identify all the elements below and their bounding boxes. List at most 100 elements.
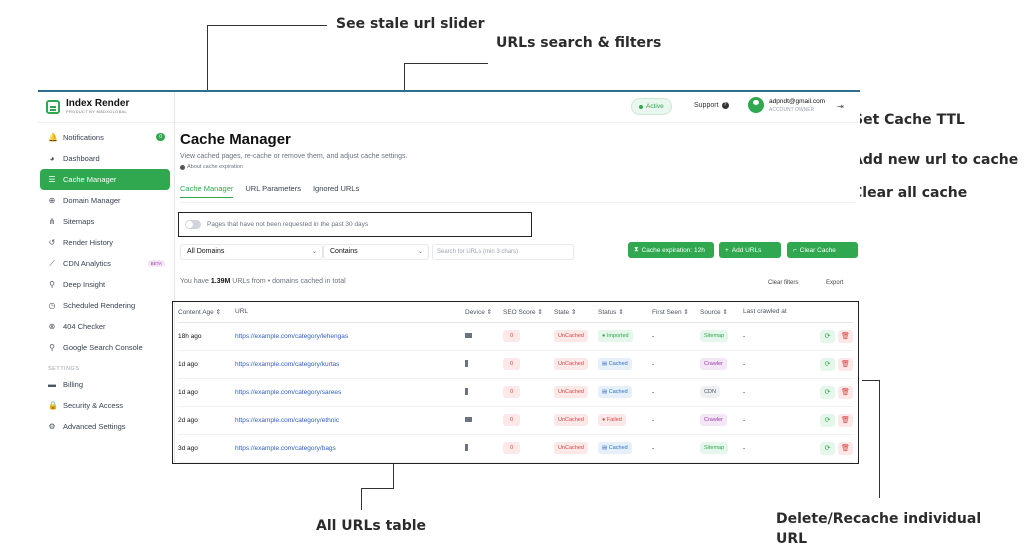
plus-icon: + <box>725 246 729 254</box>
clear-filters-link[interactable]: Clear filters <box>768 280 799 286</box>
seo-score: 0 <box>503 358 521 370</box>
tab-url-parameters[interactable]: URL Parameters <box>245 184 301 193</box>
brand-sub: PRODUCT BY MADXGLOBAL <box>66 109 128 114</box>
state-badge: UnCached <box>554 386 588 398</box>
page-title: Cache Manager <box>180 131 291 148</box>
about-cache-expiration-link[interactable]: About cache expiration <box>180 164 855 170</box>
status-badge: ▤ Cached <box>598 442 632 454</box>
sidebar: Index Render PRODUCT BY MADXGLOBAL 🔔Noti… <box>38 92 175 464</box>
account-info[interactable]: adpndt@gmail.com ACCOUNT OWNER <box>769 98 825 114</box>
url-link[interactable]: https://example.com/category/kurtas <box>235 350 465 379</box>
column-status[interactable]: Status ⇕ <box>598 302 652 323</box>
database-icon: ▤ <box>602 361 608 367</box>
table-row: 1d ago https://example.com/category/sare… <box>178 378 853 407</box>
trash-icon[interactable]: 🗑 <box>838 329 853 343</box>
column-content-age[interactable]: Content Age ⇕ <box>178 302 235 323</box>
url-link[interactable]: https://example.com/category/bags <box>235 434 465 463</box>
logo-icon <box>46 99 60 114</box>
sidebar-item-security[interactable]: 🔒Security & Access <box>48 400 124 410</box>
tab-cache-manager[interactable]: Cache Manager <box>180 184 234 199</box>
stale-url-toggle[interactable] <box>185 220 201 229</box>
column-state[interactable]: State ⇕ <box>554 302 598 323</box>
help-icon: ? <box>721 102 729 109</box>
tab-ignored-urls[interactable]: Ignored URLs <box>312 184 360 193</box>
chevron-down-icon: ⌄ <box>311 249 317 255</box>
state-badge: UnCached <box>554 414 588 426</box>
gear-icon: ⚙ <box>48 421 56 431</box>
tabs: Cache Manager URL Parameters Ignored URL… <box>180 184 855 199</box>
account-email: adpndt@gmail.com <box>769 98 826 105</box>
url-search-input[interactable]: Search for URLs (min 3 chars) <box>432 244 574 260</box>
annotation-row-actions: Delete/Recache individual URL <box>776 511 982 547</box>
magnifier-icon: ⚲ <box>49 279 55 289</box>
database-icon: ▤ <box>602 445 608 451</box>
logout-icon[interactable]: ⇥ <box>837 102 844 111</box>
settings-nav: ▬Billing 🔒Security & Access ⚙Advanced Se… <box>38 374 174 437</box>
status-badge: ● Failed <box>598 414 626 426</box>
mobile-icon <box>465 443 468 451</box>
leader-line <box>361 488 363 510</box>
leader-line <box>207 25 327 27</box>
domain-select[interactable]: All Domains⌄ <box>180 244 323 260</box>
recache-icon[interactable]: ⟳ <box>820 329 835 343</box>
sidebar-item-scheduled-rendering[interactable]: ◷Scheduled Rendering <box>48 300 136 310</box>
state-badge: UnCached <box>554 358 588 370</box>
desktop-icon <box>465 416 472 422</box>
export-link[interactable]: Export <box>826 280 844 286</box>
sidebar-item-render-history[interactable]: ↺Render History <box>48 237 114 247</box>
table-row: 2d ago https://example.com/category/ethn… <box>178 406 853 435</box>
column-device[interactable]: Device ⇕ <box>465 302 503 323</box>
trash-icon[interactable]: 🗑 <box>838 357 853 371</box>
support-link[interactable]: Support? <box>694 102 729 109</box>
brand[interactable]: Index Render PRODUCT BY MADXGLOBAL <box>38 92 174 123</box>
clear-cache-button[interactable]: ⌐Clear Cache <box>787 242 858 258</box>
trash-icon[interactable]: 🗑 <box>838 441 853 455</box>
trash-icon[interactable]: 🗑 <box>838 413 853 427</box>
column-actions <box>801 302 853 323</box>
column-first-seen[interactable]: First Seen ⇕ <box>652 302 700 323</box>
add-urls-button[interactable]: +Add URLs <box>719 242 781 258</box>
recache-icon[interactable]: ⟳ <box>820 413 835 427</box>
sidebar-item-google-search-console[interactable]: ⚲Google Search Console <box>49 342 143 352</box>
recache-icon[interactable]: ⟳ <box>820 441 835 455</box>
sidebar-item-domain-manager[interactable]: ⊕Domain Manager <box>48 195 121 205</box>
history-icon: ↺ <box>48 237 56 247</box>
status-badge: ▤ Cached <box>598 358 632 370</box>
chevron-down-icon: ⌄ <box>417 249 423 255</box>
url-link[interactable]: https://example.com/category/ethnic <box>235 406 465 435</box>
avatar[interactable] <box>748 97 764 113</box>
pie-chart-icon: ◕ <box>49 153 55 163</box>
sidebar-item-cache-manager[interactable]: ☰Cache Manager <box>40 169 170 190</box>
sidebar-item-dashboard[interactable]: ◕Dashboard <box>49 153 100 163</box>
source-badge: CDN <box>700 386 720 398</box>
column-source[interactable]: Source ⇕ <box>700 302 743 323</box>
check-circle-icon: ● <box>602 333 606 339</box>
database-icon: ☰ <box>48 174 56 184</box>
cache-expiration-button[interactable]: ⧗Cache expiration: 12h <box>628 242 714 258</box>
trash-icon[interactable]: 🗑 <box>838 385 853 399</box>
app-window: Index Render PRODUCT BY MADXGLOBAL 🔔Noti… <box>38 90 860 464</box>
column-last-crawled: Last crawled at <box>743 302 801 323</box>
filters-bar: All Domains⌄ Contains⌄ Search for URLs (… <box>180 242 860 260</box>
leader-line <box>879 380 881 498</box>
topbar: Active Support? adpndt@gmail.com ACCOUNT… <box>175 92 860 123</box>
source-badge: Crawler <box>700 414 727 426</box>
sidebar-item-404-checker[interactable]: ⊗404 Checker <box>48 321 106 331</box>
match-type-select[interactable]: Contains⌄ <box>323 244 429 260</box>
sidebar-item-advanced-settings[interactable]: ⚙Advanced Settings <box>48 421 126 431</box>
sidebar-item-deep-insight[interactable]: ⚲Deep Insight <box>49 279 106 289</box>
sidebar-item-sitemaps[interactable]: ⋔Sitemaps <box>48 216 95 226</box>
source-badge: Sitemap <box>700 442 729 454</box>
url-link[interactable]: https://example.com/category/sarees <box>235 378 465 407</box>
sidebar-item-billing[interactable]: ▬Billing <box>48 379 84 389</box>
column-seo-score[interactable]: SEO Score ⇕ <box>503 302 554 323</box>
state-badge: UnCached <box>554 442 588 454</box>
sitemap-icon: ⋔ <box>48 216 56 226</box>
recache-icon[interactable]: ⟳ <box>820 357 835 371</box>
recache-icon[interactable]: ⟳ <box>820 385 835 399</box>
mobile-icon <box>465 387 468 395</box>
url-link[interactable]: https://example.com/category/lehengas <box>235 322 465 351</box>
